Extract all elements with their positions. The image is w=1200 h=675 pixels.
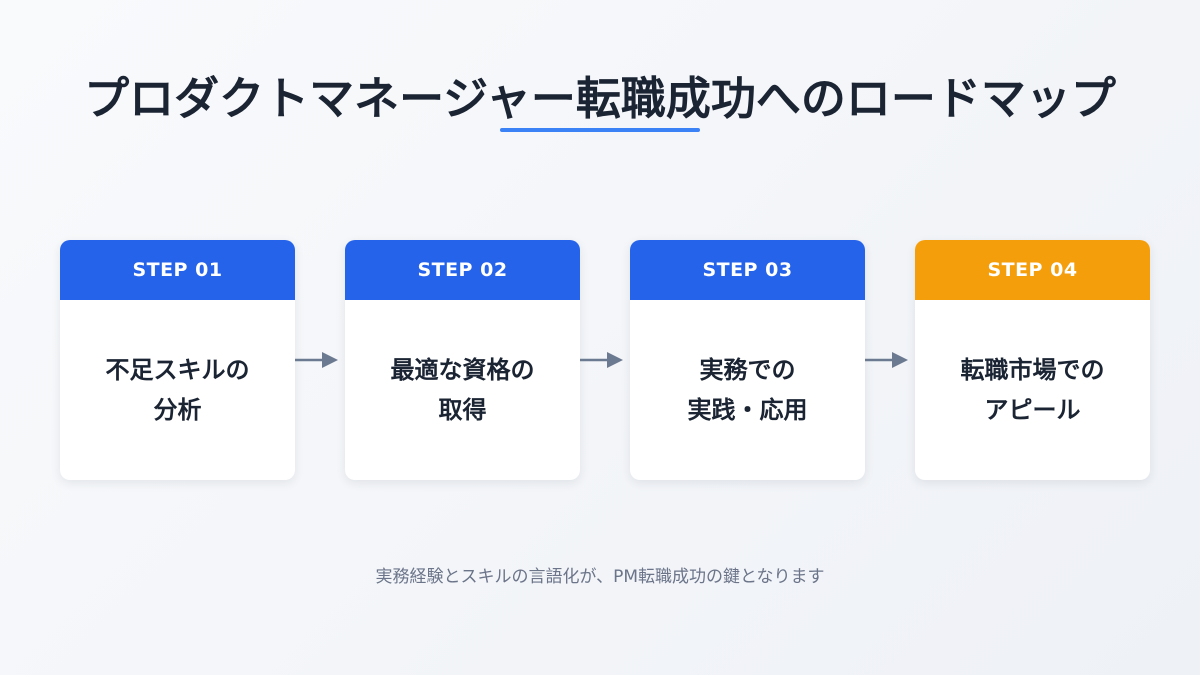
step-body-1: 不足スキルの 分析 [60,300,295,480]
step-body-3: 実務での 実践・応用 [630,300,865,480]
step-text-4-line-1: 転職市場での [960,356,1105,384]
arrow-right-icon [580,352,623,368]
step-card-4: STEP 04 転職市場での アピール [915,240,1150,480]
step-label-1: STEP 01 [132,259,223,281]
step-label-2: STEP 02 [417,259,508,281]
step-body-2: 最適な資格の 取得 [345,300,580,480]
step-label-4: STEP 04 [987,259,1078,281]
page-title: プロダクトマネージャー転職成功へのロードマップ [84,72,1116,125]
step-card-2: STEP 02 最適な資格の 取得 [345,240,580,480]
step-header-2: STEP 02 [345,240,580,300]
step-text-1-line-2: 分析 [153,396,202,424]
arrow-right-icon [865,352,908,368]
title-underline [500,128,700,132]
step-text-4-line-2: アピール [984,396,1081,424]
step-header-1: STEP 01 [60,240,295,300]
step-text-3-line-1: 実務での [699,356,796,384]
caption: 実務経験とスキルの言語化が、PM転職成功の鍵となります [375,567,825,587]
step-card-1: STEP 01 不足スキルの 分析 [60,240,295,480]
step-text-2-line-2: 取得 [438,396,487,424]
step-card-3: STEP 03 実務での 実践・応用 [630,240,865,480]
step-header-4: STEP 04 [915,240,1150,300]
arrow-right-icon [295,352,338,368]
step-text-3-line-2: 実践・応用 [687,396,808,424]
step-body-4: 転職市場での アピール [915,300,1150,480]
step-text-1-line-1: 不足スキルの [105,356,250,384]
step-label-3: STEP 03 [702,259,793,281]
step-text-2-line-1: 最適な資格の [390,356,535,384]
step-header-3: STEP 03 [630,240,865,300]
